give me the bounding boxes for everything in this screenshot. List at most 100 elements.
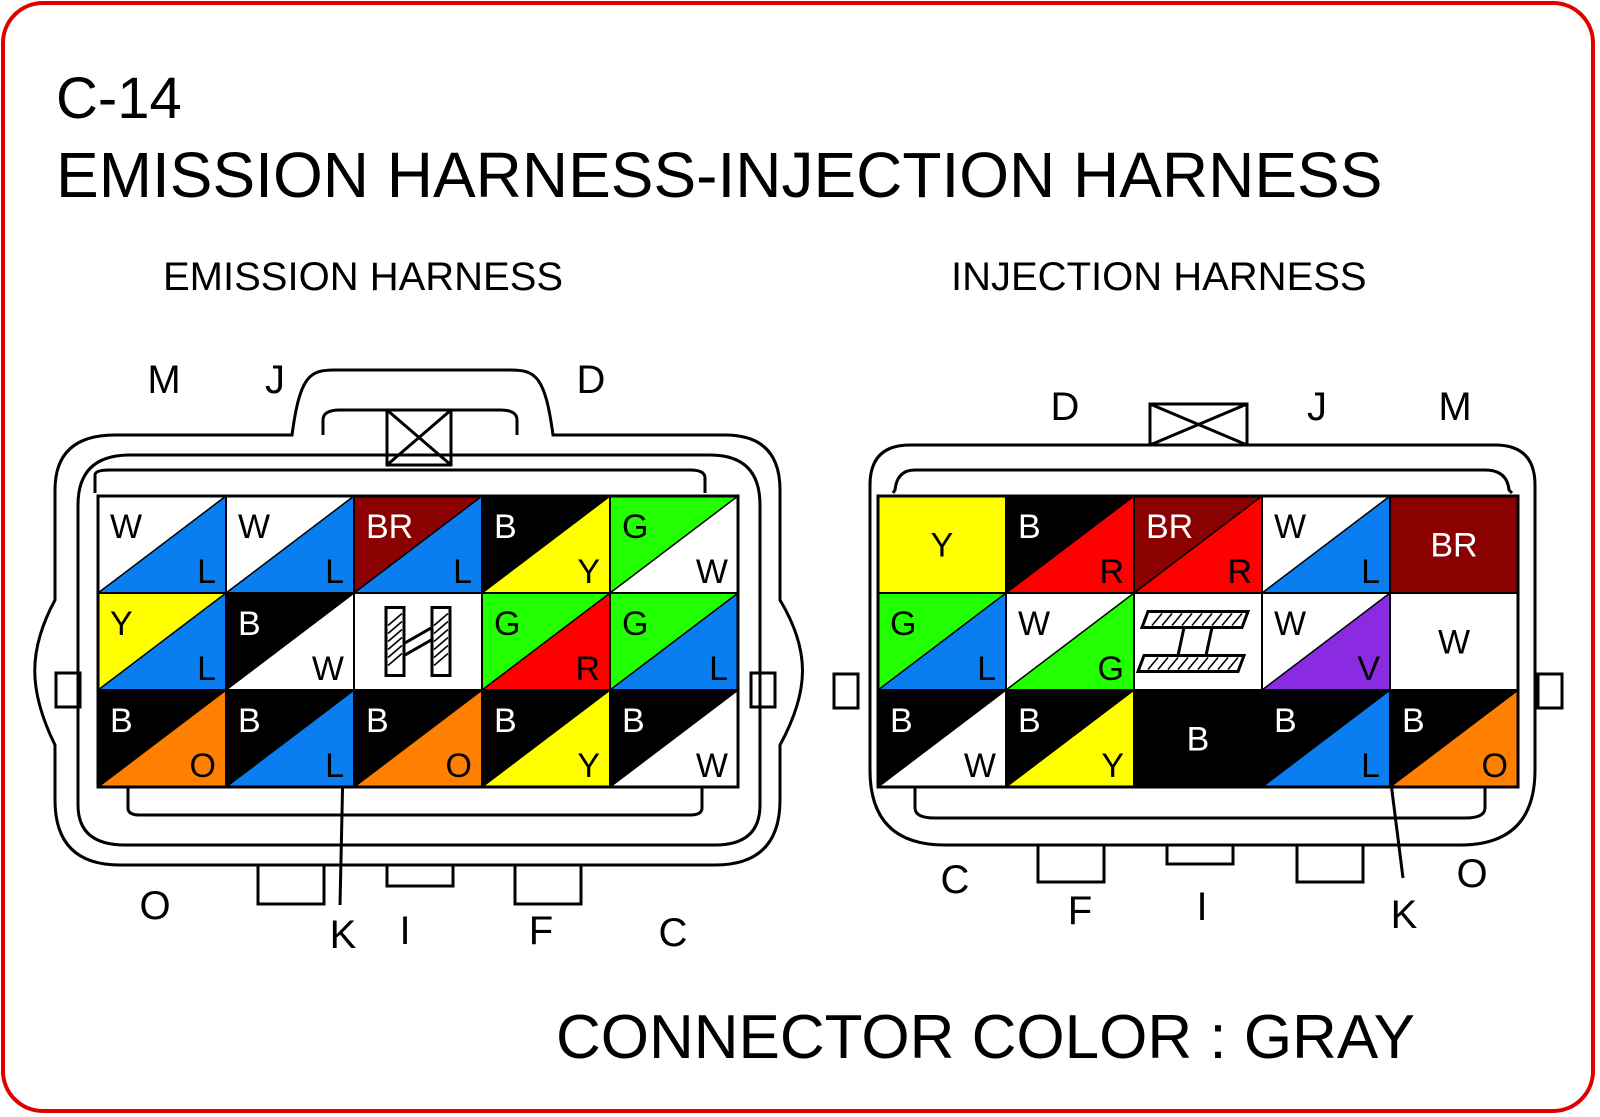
- page-title: EMISSION HARNESS-INJECTION HARNESS: [56, 139, 1382, 211]
- wire-color-label: B: [622, 702, 645, 740]
- pin-cell: WL: [1261, 495, 1391, 594]
- pin-cell: W: [1389, 592, 1519, 691]
- emission-housing: [33, 368, 804, 906]
- pin-cell: BY: [481, 689, 611, 788]
- wire-color-label: G: [494, 605, 520, 643]
- wire-color-label: BR: [1146, 508, 1193, 546]
- key-h-symbol: [384, 606, 452, 677]
- pin-cell: [353, 592, 483, 691]
- pin-cell: BR: [1005, 495, 1135, 594]
- emission-connector: EMISSION HARNESS WLWLBRLBYGWYLBWGRGLBOBL…: [33, 255, 804, 957]
- wire-color-label: B: [110, 702, 133, 740]
- pin-cell: BW: [609, 689, 739, 788]
- key-t-symbol: [1135, 610, 1251, 673]
- pin-cell: BY: [1005, 689, 1135, 788]
- wire-color-label: W: [238, 508, 270, 546]
- pin-cell: BR: [1389, 495, 1519, 594]
- wire-stripe-label: V: [1357, 650, 1380, 688]
- wire-color-label: BR: [366, 508, 413, 546]
- wire-stripe-label: L: [325, 747, 344, 785]
- pin-cell: BO: [97, 689, 227, 788]
- wire-stripe-label: Y: [1101, 747, 1124, 785]
- injection-pin-label-m: M: [1438, 385, 1471, 429]
- injection-heading: INJECTION HARNESS: [951, 255, 1367, 299]
- pin-cell: BRL: [353, 495, 483, 594]
- grid-border: [96, 494, 740, 789]
- connector-id: C-14: [56, 66, 182, 131]
- injection-pin-label-i: I: [1196, 885, 1207, 929]
- grid-border: [876, 494, 1520, 789]
- wire-color-label: B: [1402, 702, 1425, 740]
- connector-color-label: CONNECTOR COLOR : GRAY: [556, 1003, 1415, 1072]
- pin-cell: WL: [225, 495, 355, 594]
- pin-cell: [1133, 592, 1263, 691]
- pin-cell: BO: [1389, 689, 1519, 788]
- wire-color-label: B: [890, 702, 913, 740]
- pin-cell: BR R: [1133, 495, 1263, 594]
- pin-cell: GL: [877, 592, 1007, 691]
- wire-stripe-label: L: [1361, 553, 1380, 591]
- emission-pin-label-i: I: [399, 909, 410, 953]
- wire-stripe-label: L: [1361, 747, 1380, 785]
- wire-stripe-label: L: [325, 553, 344, 591]
- wire-stripe-label: G: [1098, 650, 1124, 688]
- wire-color-label: B: [366, 702, 389, 740]
- wire-color-label: W: [1438, 624, 1470, 662]
- wire-stripe-label: Y: [577, 747, 600, 785]
- injection-pin-label-j: J: [1307, 385, 1327, 429]
- emission-pin-label-j: J: [265, 358, 285, 402]
- wire-color-label: Y: [931, 527, 954, 565]
- wire-stripe-label: R: [1227, 553, 1252, 591]
- pin-fill: [354, 593, 482, 690]
- wire-stripe-label: O: [1482, 747, 1508, 785]
- pin-cell: BL: [1261, 689, 1391, 788]
- pin-cell: BW: [877, 689, 1007, 788]
- pin-cell: BY: [481, 495, 611, 594]
- wire-stripe-label: O: [446, 747, 472, 785]
- emission-pin-label-o: O: [139, 884, 170, 928]
- wire-color-label: B: [238, 702, 261, 740]
- wire-stripe-label: R: [575, 650, 600, 688]
- pin-fill: [1390, 496, 1518, 593]
- wire-color-label: W: [110, 508, 142, 546]
- pin-cell: WL: [97, 495, 227, 594]
- wire-stripe-label: O: [190, 747, 216, 785]
- pin-fill: [1390, 593, 1518, 690]
- wire-color-label: G: [622, 508, 648, 546]
- pin-cell: GW: [609, 495, 739, 594]
- pin-fill: [878, 496, 1006, 593]
- pin-cell: YL: [97, 592, 227, 691]
- wire-color-label: B: [1274, 702, 1297, 740]
- wire-color-label: W: [1274, 605, 1306, 643]
- pin-cell: B: [1133, 689, 1263, 788]
- wire-stripe-label: L: [977, 650, 996, 688]
- injection-pin-label-o: O: [1456, 852, 1487, 896]
- wire-color-label: Y: [110, 605, 133, 643]
- pin-cell: GR: [481, 592, 611, 691]
- pin-cell: BO: [353, 689, 483, 788]
- emission-pin-label-c: C: [659, 911, 688, 955]
- wire-color-label: B: [494, 508, 517, 546]
- pin-cell: WG: [1005, 592, 1135, 691]
- pin-cell: BW: [225, 592, 355, 691]
- wire-stripe-label: R: [1099, 553, 1124, 591]
- pin-cell: WV: [1261, 592, 1391, 691]
- wire-color-label: B: [1187, 721, 1210, 759]
- wire-color-label: G: [890, 605, 916, 643]
- wire-stripe-label: Y: [577, 553, 600, 591]
- wire-stripe-label: W: [964, 747, 996, 785]
- wire-color-label: W: [1018, 605, 1050, 643]
- wire-color-label: G: [622, 605, 648, 643]
- injection-pin-label-c: C: [941, 858, 970, 902]
- injection-pin-label-f: F: [1068, 889, 1092, 933]
- pin-fill: [1134, 593, 1262, 690]
- injection-pin-label-k: K: [1391, 893, 1418, 937]
- pin-cell: Y: [877, 495, 1007, 594]
- wire-color-label: W: [1274, 508, 1306, 546]
- wire-stripe-label: L: [709, 650, 728, 688]
- emission-pin-label-d: D: [577, 358, 606, 402]
- emission-heading: EMISSION HARNESS: [163, 255, 563, 299]
